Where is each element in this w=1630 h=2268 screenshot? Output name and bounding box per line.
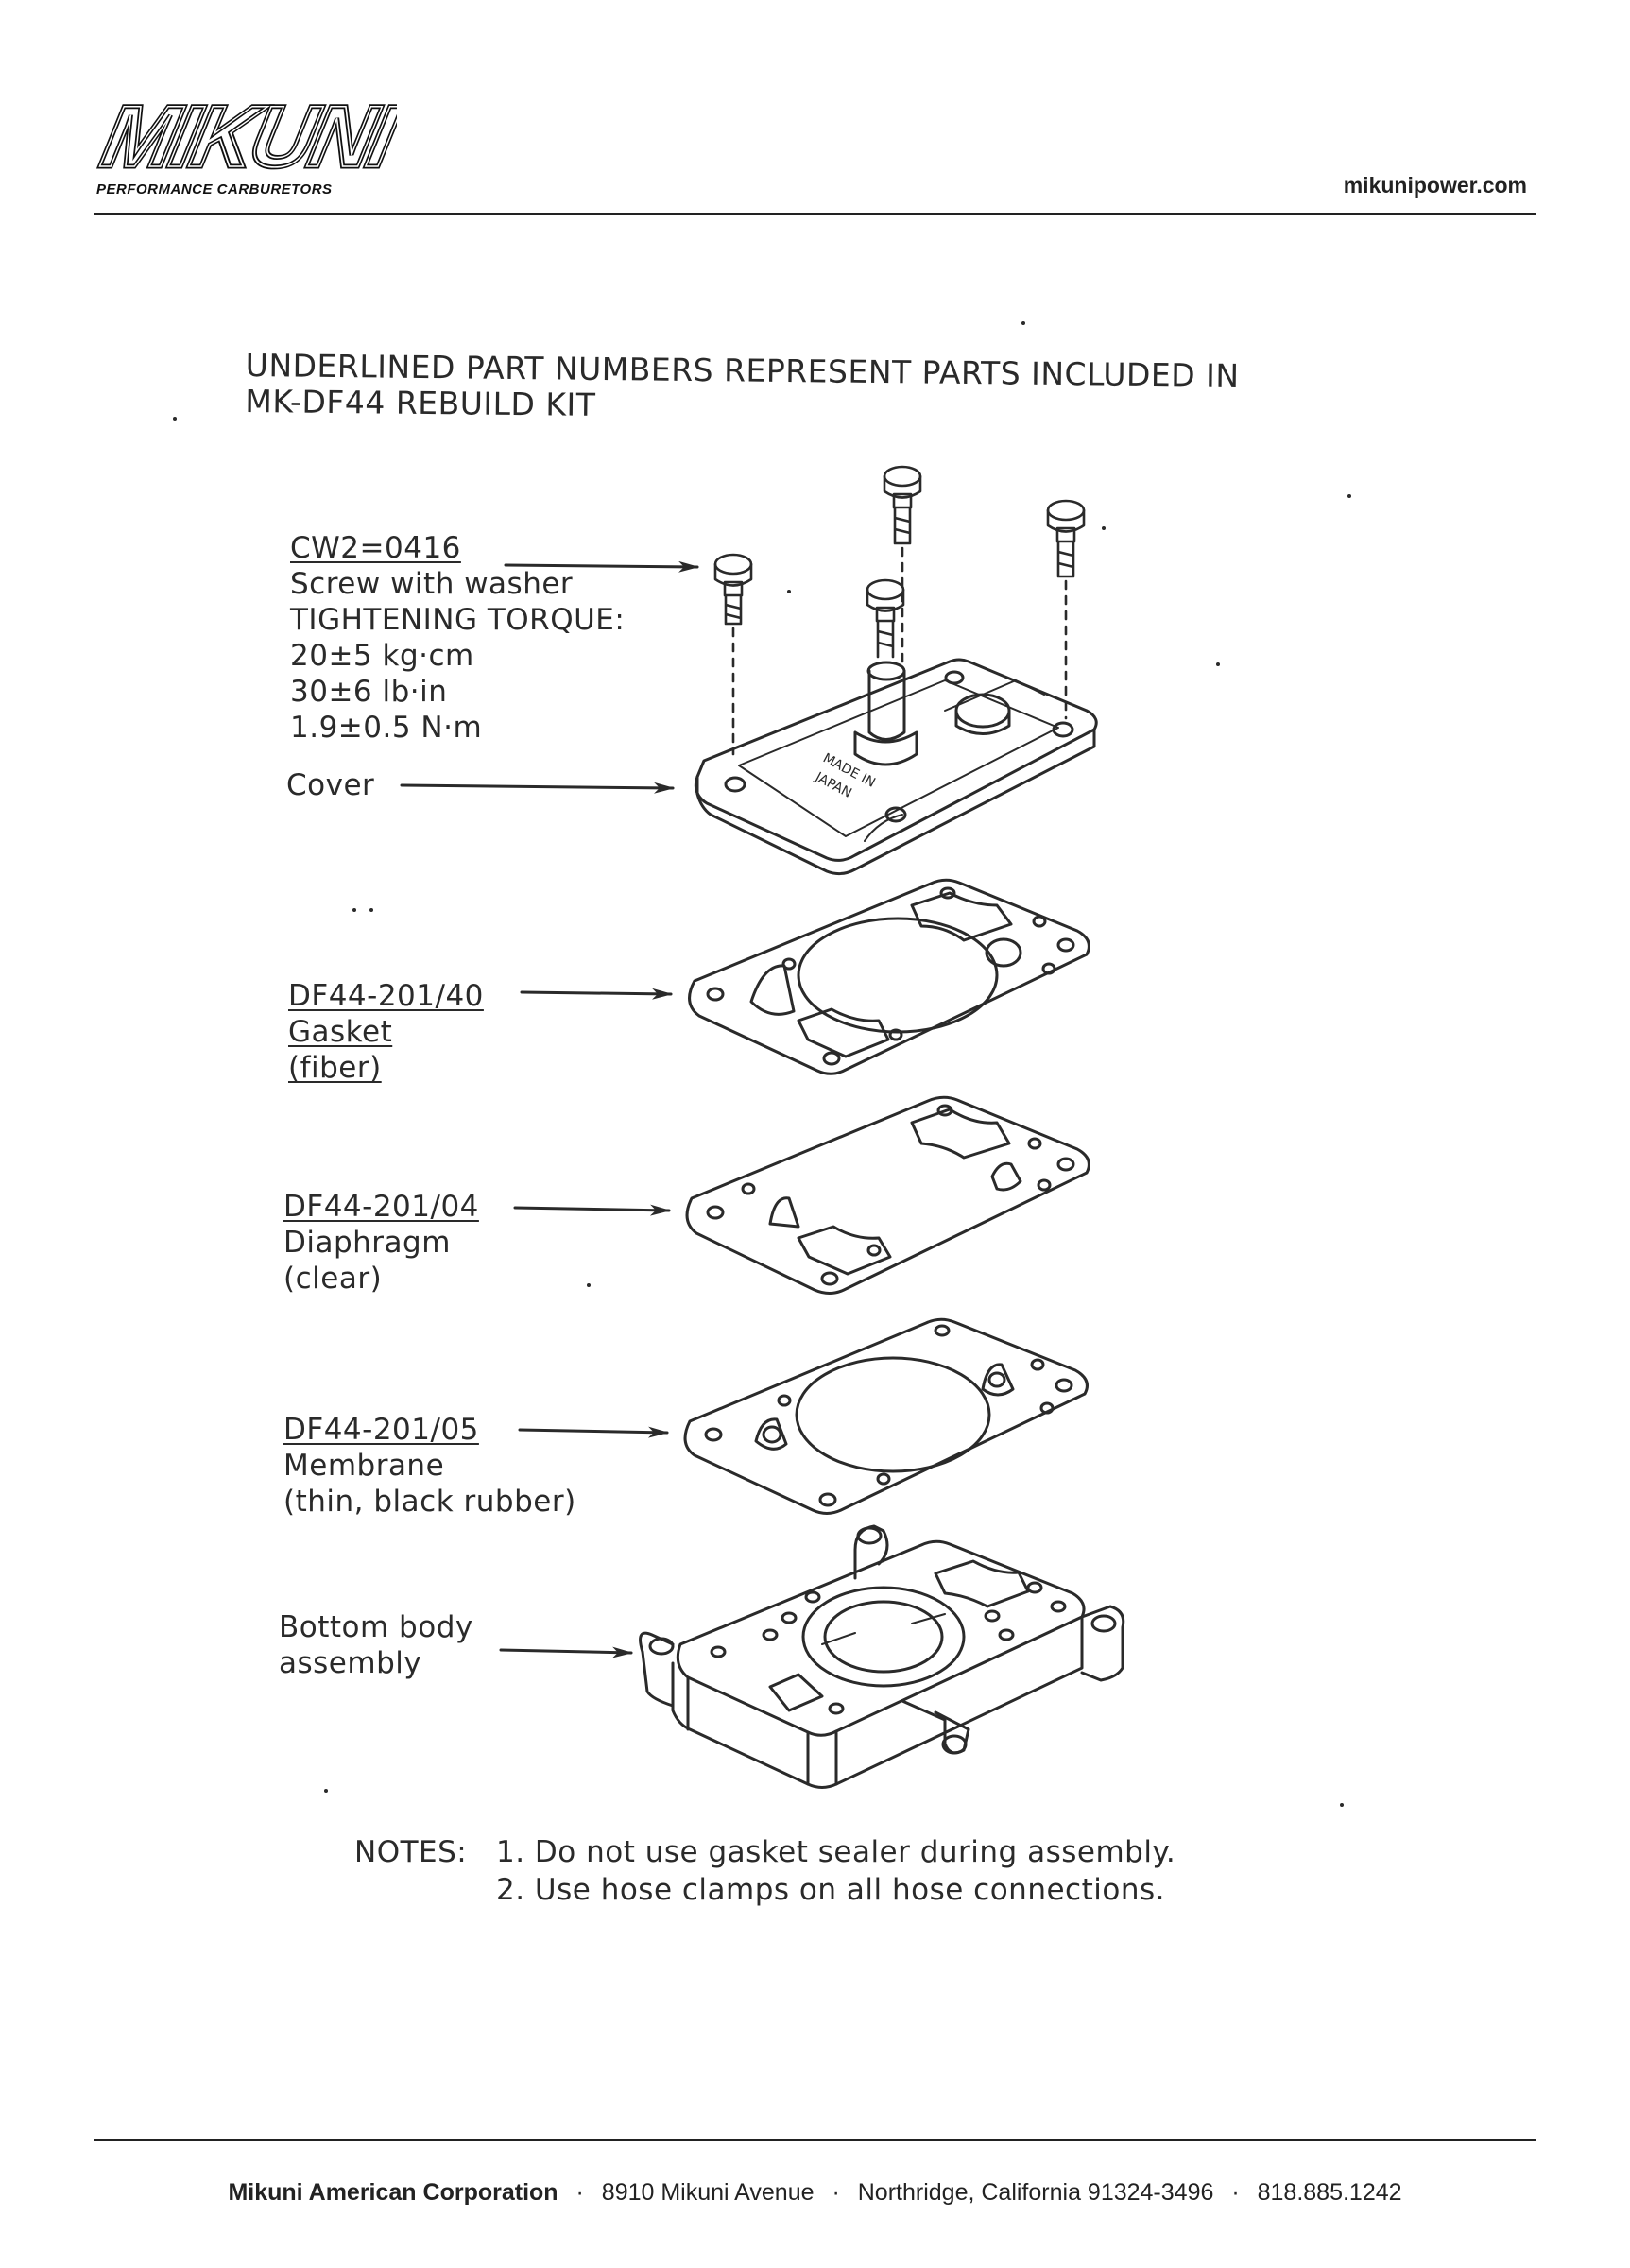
torque-nm: 1.9±0.5 N·m bbox=[290, 711, 483, 745]
cover-label: Cover bbox=[286, 768, 375, 802]
body-label: Bottom body assembly bbox=[279, 1609, 473, 1681]
footer-company: Mikuni American Corporation bbox=[228, 2179, 558, 2206]
diaphragm-diagram bbox=[685, 1095, 1090, 1295]
cover-plate bbox=[694, 658, 1098, 876]
note-1: 1. Do not use gasket sealer during assem… bbox=[496, 1835, 1176, 1869]
screw-left bbox=[713, 553, 753, 756]
bottom-body-diagram bbox=[639, 1524, 1125, 1789]
notes-heading: NOTES: bbox=[354, 1835, 468, 1869]
diaphragm-label: DF44-201/04 Diaphragm (clear) bbox=[283, 1189, 479, 1297]
cover-leader-arrow bbox=[400, 782, 675, 794]
body-leader-arrow bbox=[499, 1646, 633, 1658]
diaphragm-leader-arrow bbox=[513, 1204, 671, 1216]
screw-leader-arrow bbox=[504, 560, 699, 573]
footer-separator: · bbox=[832, 2179, 840, 2206]
body-name-line-2: assembly bbox=[279, 1646, 422, 1680]
membrane-leader-arrow bbox=[518, 1426, 669, 1438]
body-name-line-1: Bottom body bbox=[279, 1610, 473, 1644]
note-2: 2. Use hose clamps on all hose connectio… bbox=[496, 1873, 1165, 1907]
footer-street: 8910 Mikuni Avenue bbox=[601, 2179, 815, 2206]
membrane-label: DF44-201/05 Membrane (thin, black rubber… bbox=[283, 1412, 576, 1520]
screw-center bbox=[866, 578, 905, 659]
screw-right bbox=[1046, 499, 1086, 720]
gasket-part-number: DF44-201/40 bbox=[288, 979, 484, 1013]
svg-text:MIKUNI: MIKUNI bbox=[94, 94, 397, 180]
diaphragm-part-number: DF44-201/04 bbox=[283, 1190, 479, 1224]
diaphragm-detail: (clear) bbox=[283, 1262, 383, 1296]
diaphragm-name: Diaphragm bbox=[283, 1226, 451, 1260]
mikuni-logo: MIKUNI MIKUNI PERFORMANCE CARBURETORS bbox=[94, 94, 397, 200]
screw-top bbox=[883, 465, 922, 663]
torque-heading: TIGHTENING TORQUE: bbox=[290, 603, 626, 637]
torque-kgcm: 20±5 kg·cm bbox=[290, 639, 474, 673]
screw-name: Screw with washer bbox=[290, 567, 574, 601]
gasket-label: DF44-201/40 Gasket (fiber) bbox=[288, 978, 484, 1086]
membrane-diagram bbox=[683, 1317, 1089, 1515]
svg-text:MIKUNI: MIKUNI bbox=[94, 94, 397, 180]
scan-specks bbox=[173, 321, 1351, 1807]
website-link[interactable]: mikunipower.com bbox=[1343, 173, 1527, 198]
mikuni-logo-wordmark: MIKUNI MIKUNI bbox=[94, 94, 397, 180]
header-divider bbox=[94, 213, 1536, 215]
torque-lbin: 30±6 lb·in bbox=[290, 675, 448, 709]
gasket-name: Gasket bbox=[288, 1015, 393, 1049]
footer-separator: · bbox=[1231, 2179, 1240, 2206]
membrane-part-number: DF44-201/05 bbox=[283, 1413, 479, 1447]
logo-tagline: PERFORMANCE CARBURETORS bbox=[96, 181, 333, 198]
gasket-detail: (fiber) bbox=[288, 1051, 382, 1085]
membrane-name: Membrane bbox=[283, 1449, 445, 1483]
footer-address: Mikuni American Corporation · 8910 Mikun… bbox=[0, 2179, 1630, 2207]
footer-divider bbox=[94, 2139, 1536, 2141]
footer-city: Northridge, California 91324-3496 bbox=[857, 2179, 1214, 2206]
screw-part-number: CW2=0416 bbox=[290, 531, 461, 565]
gasket-leader-arrow bbox=[520, 988, 673, 1000]
footer-phone: 818.885.1242 bbox=[1257, 2179, 1402, 2206]
screw-label: CW2=0416 Screw with washer TIGHTENING TO… bbox=[290, 530, 625, 746]
membrane-detail: (thin, black rubber) bbox=[283, 1485, 576, 1519]
footer-separator: · bbox=[575, 2179, 584, 2206]
gasket-diagram bbox=[688, 878, 1090, 1075]
